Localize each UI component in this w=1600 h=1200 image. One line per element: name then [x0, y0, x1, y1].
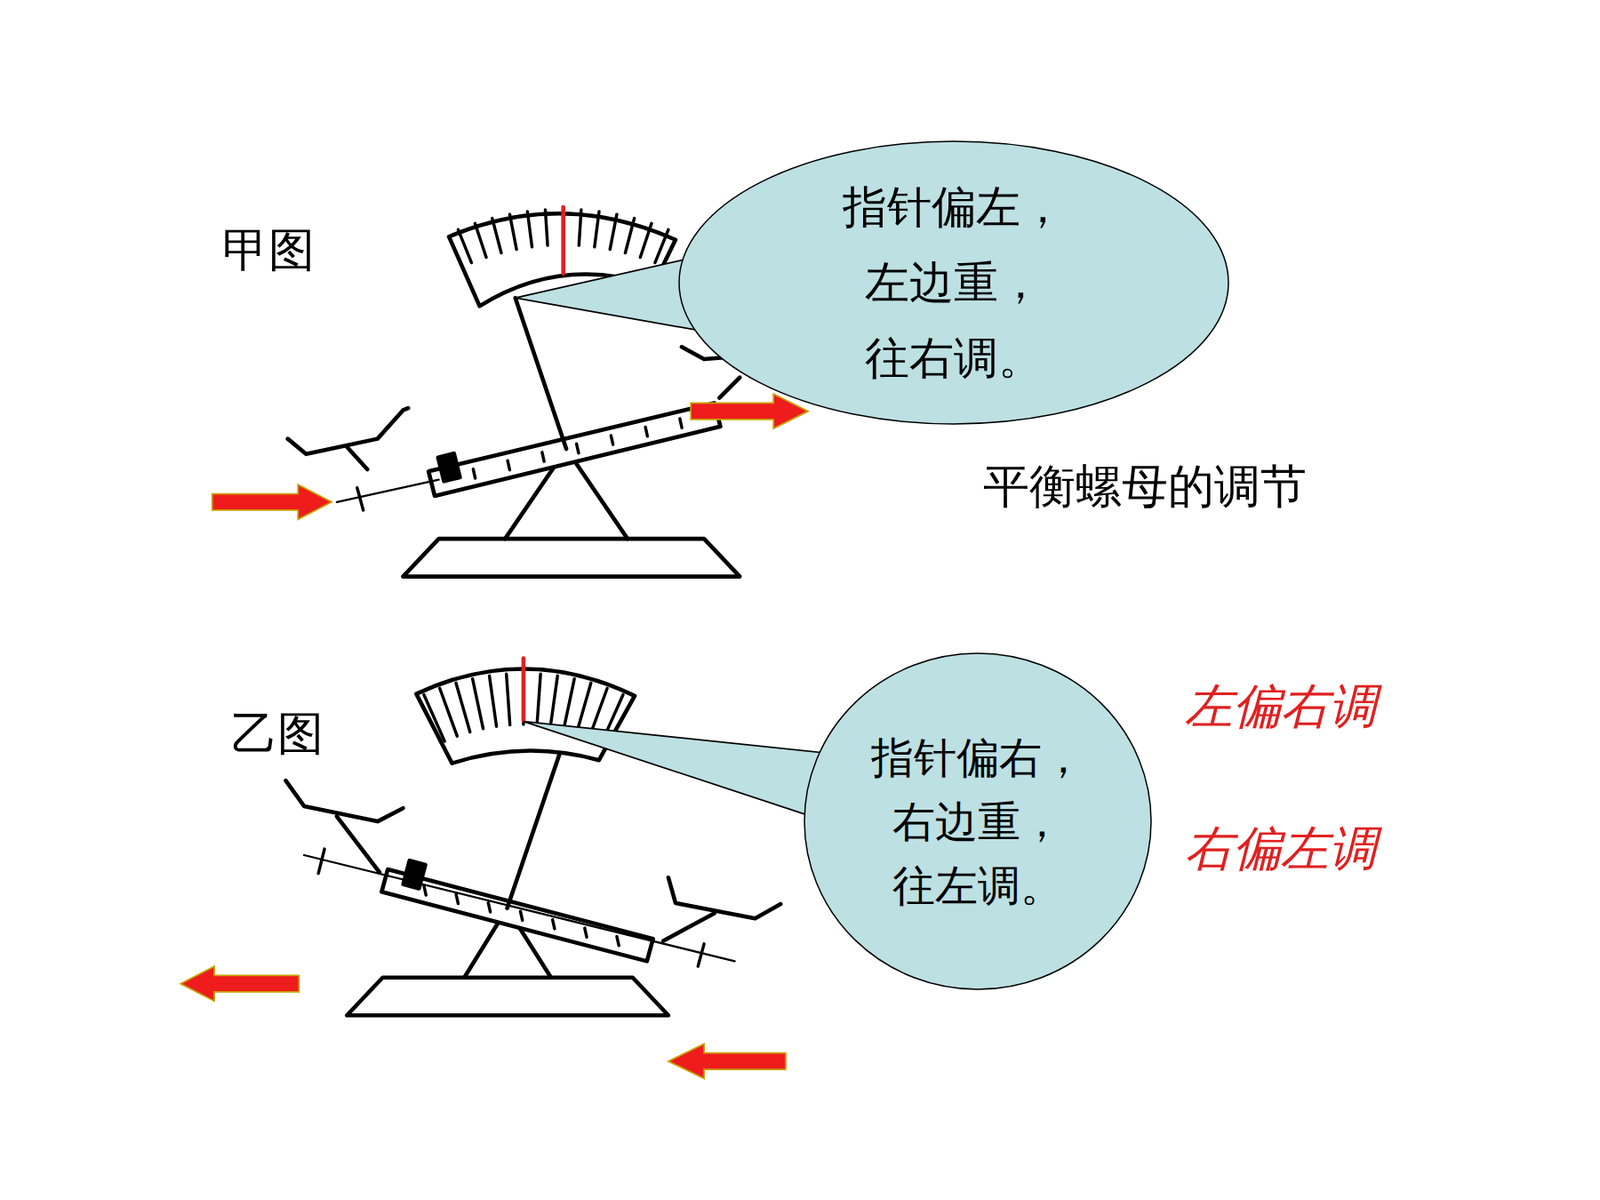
bubble-text: 指针偏左， 左边重， 往右调。 [820, 169, 1088, 397]
rule-note: 右偏左调 [1184, 816, 1377, 882]
bubble-text: 指针偏右， 右边重， 往左调。 [848, 725, 1107, 918]
speech-bubble: 指针偏左， 左边重， 往右调。 [678, 140, 1230, 425]
figure-label: 甲图 [222, 219, 315, 282]
title: 平衡螺母的调节 [983, 456, 1307, 519]
rule-note: 左偏右调 [1184, 674, 1377, 740]
speech-bubble: 指针偏右， 右边重， 往左调。 [803, 652, 1152, 991]
figure-label: 乙图 [231, 703, 324, 766]
